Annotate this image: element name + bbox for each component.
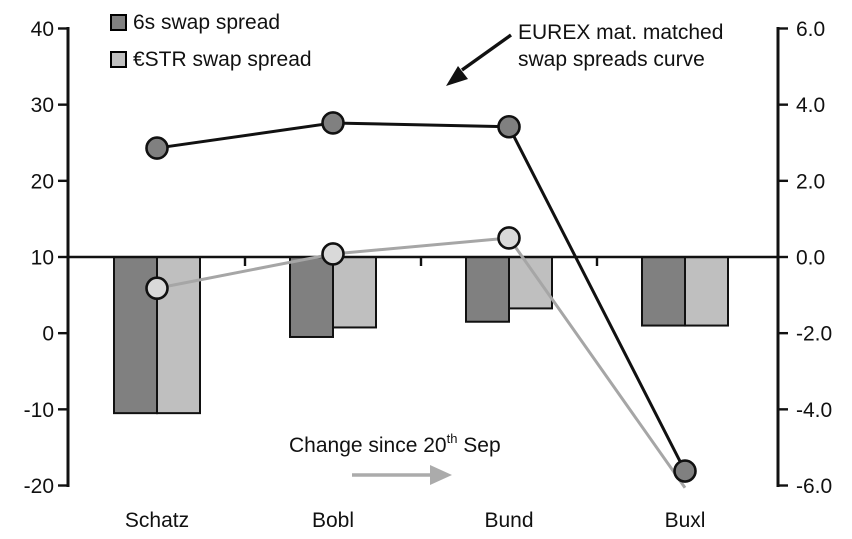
line-estr-marker-bund bbox=[497, 226, 521, 250]
change-annotation-sup: th bbox=[446, 431, 458, 446]
right-axis-tick-label: 2.0 bbox=[796, 170, 825, 193]
bar-estr-bund bbox=[508, 256, 553, 310]
left-axis-tick-label: 20 bbox=[31, 170, 54, 193]
change-annotation-suffix: Sep bbox=[457, 434, 501, 457]
left-axis-tick-label: 30 bbox=[31, 94, 54, 117]
change-annotation: Change since 20th Sep bbox=[289, 431, 501, 459]
curve-annotation-line2: swap spreads curve bbox=[518, 48, 705, 71]
curve-annotation: EUREX mat. matched swap spreads curve bbox=[518, 19, 723, 73]
category-label-bobl: Bobl bbox=[312, 509, 354, 532]
right-axis: 6.0 4.0 2.0 0.0 -2.0 -4.0 -6.0 bbox=[776, 18, 832, 498]
change-annotation-prefix: Change since 20 bbox=[289, 434, 447, 457]
left-axis-tick-label: 40 bbox=[31, 18, 54, 41]
left-axis-tick-label: -20 bbox=[24, 475, 54, 498]
line-6s bbox=[156, 121, 687, 472]
change-annotation-arrow bbox=[352, 465, 452, 485]
right-axis-tick-label: -4.0 bbox=[796, 399, 832, 422]
bar-6s-bobl bbox=[289, 256, 334, 338]
category-label-bund: Bund bbox=[484, 509, 533, 532]
right-axis-tick-label: -6.0 bbox=[796, 475, 832, 498]
bar-6s-bund bbox=[465, 256, 510, 323]
right-axis-tick-label: 4.0 bbox=[796, 94, 825, 117]
line-6s-marker-bobl bbox=[321, 111, 345, 135]
legend-item-estr: €STR swap spread bbox=[110, 48, 312, 71]
curve-annotation-line1: EUREX mat. matched bbox=[518, 21, 724, 44]
category-label-schatz: Schatz bbox=[125, 509, 189, 532]
bar-estr-bobl bbox=[332, 256, 377, 329]
bar-6s-buxl bbox=[641, 256, 686, 327]
line-6s-marker-bund bbox=[497, 114, 521, 139]
category-label-buxl: Buxl bbox=[665, 509, 706, 532]
line-6s-marker-schatz bbox=[145, 136, 169, 160]
legend-swatch-6s bbox=[110, 14, 127, 31]
line-estr bbox=[156, 236, 687, 489]
left-axis-tick-label: -10 bbox=[24, 399, 54, 422]
legend-label-estr: €STR swap spread bbox=[133, 48, 312, 71]
curve-annotation-arrow bbox=[446, 33, 512, 86]
bars-layer bbox=[113, 256, 729, 415]
left-axis: 40 30 20 10 0 -10 -20 bbox=[24, 18, 70, 498]
line-estr-marker-bobl bbox=[321, 242, 345, 266]
right-axis-tick-label: -2.0 bbox=[796, 323, 832, 346]
left-axis-tick-label: 0 bbox=[42, 323, 54, 346]
legend-swatch-estr bbox=[110, 51, 127, 68]
line-estr-marker-schatz bbox=[145, 276, 169, 301]
legend: 6s swap spread €STR swap spread bbox=[110, 11, 312, 85]
bar-estr-buxl bbox=[684, 256, 729, 327]
right-axis-tick-label: 6.0 bbox=[796, 18, 825, 41]
right-axis-tick-label: 0.0 bbox=[796, 247, 825, 270]
legend-label-6s: 6s swap spread bbox=[133, 11, 281, 34]
legend-item-6s: 6s swap spread bbox=[110, 11, 312, 34]
line-6s-marker-buxl bbox=[673, 459, 697, 483]
left-axis-tick-label: 10 bbox=[31, 247, 54, 270]
